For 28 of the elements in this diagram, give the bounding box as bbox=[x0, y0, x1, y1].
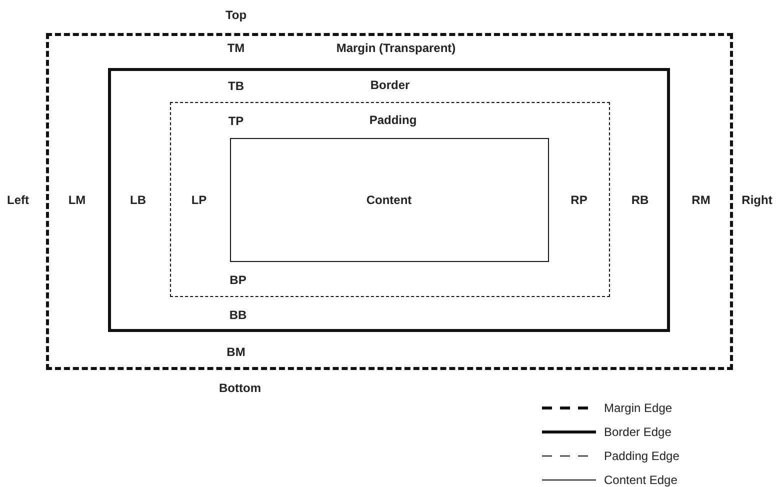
legend-label: Border Edge bbox=[604, 425, 672, 439]
side-label: TB bbox=[228, 79, 244, 93]
legend-label: Padding Edge bbox=[604, 449, 680, 463]
side-label: LB bbox=[130, 193, 146, 207]
side-label: BP bbox=[230, 273, 246, 287]
padding-box bbox=[170, 102, 610, 297]
side-label: BM bbox=[226, 345, 246, 359]
side-label: LP bbox=[191, 193, 207, 207]
margin-box bbox=[46, 33, 733, 370]
side-label: LM bbox=[68, 193, 86, 207]
content-box bbox=[230, 138, 549, 262]
box-heading: Border bbox=[370, 78, 410, 92]
legend-label: Margin Edge bbox=[604, 401, 672, 415]
side-label: Left bbox=[7, 193, 29, 207]
side-label: Right bbox=[742, 193, 772, 207]
box-heading: Content bbox=[366, 193, 412, 207]
border-box bbox=[108, 68, 670, 332]
box-heading: Padding bbox=[369, 113, 417, 127]
box-heading: Margin (Transparent) bbox=[336, 41, 456, 55]
side-label: RB bbox=[631, 193, 649, 207]
side-label: Bottom bbox=[219, 381, 261, 395]
side-label: RM bbox=[692, 193, 710, 207]
side-label: TM bbox=[227, 41, 245, 55]
legend-label: Content Edge bbox=[604, 473, 678, 487]
side-label: RP bbox=[570, 193, 588, 207]
side-label: BB bbox=[229, 308, 247, 322]
side-label: TP bbox=[228, 114, 244, 128]
side-label: Top bbox=[225, 8, 247, 22]
